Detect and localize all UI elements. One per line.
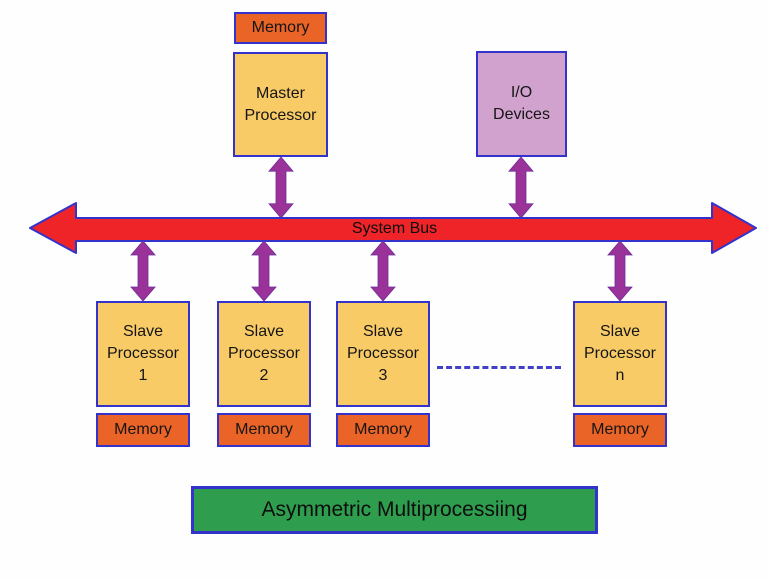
slave-2-memory-box: Memory	[217, 413, 311, 447]
master-processor-label-line1: Master	[256, 84, 305, 102]
bidirectional-arrow-bus-to-slave3-icon	[370, 241, 396, 301]
slave-n-label-line3: n	[615, 367, 625, 384]
slave-1-memory-box: Memory	[96, 413, 190, 447]
slave-2-label-line2: Processor	[227, 345, 301, 362]
slave-1-label-line2: Processor	[106, 345, 180, 362]
io-devices-label-line2: Devices	[493, 106, 550, 123]
slave-n-memory-box: Memory	[573, 413, 667, 447]
diagram-title-box: Asymmetric Multiprocessiing	[191, 486, 598, 534]
slave-2-memory-label: Memory	[235, 421, 293, 438]
slave-3-memory-label: Memory	[354, 421, 412, 438]
io-devices-label-line1: I/O	[510, 84, 533, 101]
system-bus-label: System Bus	[351, 220, 438, 237]
master-memory-box: Memory	[234, 12, 327, 44]
diagram-title: Asymmetric Multiprocessiing	[261, 498, 528, 521]
slave-processor-2-box: Slave Processor 2	[217, 301, 311, 407]
slave-3-label-line1: Slave	[362, 323, 404, 340]
slave-3-memory-box: Memory	[336, 413, 430, 447]
slave-1-label-line3: 1	[138, 367, 148, 384]
master-processor-box: Master Processor	[233, 52, 328, 157]
bidirectional-arrow-bus-to-slave2-icon	[251, 241, 277, 301]
bidirectional-arrow-bus-to-slave1-icon	[130, 241, 156, 301]
slave-2-label-line1: Slave	[243, 323, 285, 340]
slave-processor-1-box: Slave Processor 1	[96, 301, 190, 407]
master-processor-label-line2: Processor	[244, 106, 317, 124]
system-bus-arrow	[29, 202, 757, 254]
continuation-dashed-line	[437, 366, 561, 369]
slave-processor-3-box: Slave Processor 3	[336, 301, 430, 407]
slave-3-label-line3: 3	[378, 367, 388, 384]
bidirectional-arrow-master-to-bus-icon	[268, 157, 294, 218]
slave-n-label-line2: Processor	[583, 345, 657, 362]
bidirectional-arrow-bus-to-slaven-icon	[607, 241, 633, 301]
slave-n-memory-label: Memory	[591, 421, 649, 438]
io-devices-box: I/O Devices	[476, 51, 567, 157]
slave-3-label-line2: Processor	[346, 345, 420, 362]
slave-2-label-line3: 2	[259, 367, 269, 384]
bidirectional-arrow-io-to-bus-icon	[508, 157, 534, 218]
slave-1-label-line1: Slave	[122, 323, 164, 340]
slave-n-label-line1: Slave	[599, 323, 641, 340]
master-memory-label: Memory	[251, 19, 310, 36]
slave-processor-n-box: Slave Processor n	[573, 301, 667, 407]
slave-1-memory-label: Memory	[114, 421, 172, 438]
